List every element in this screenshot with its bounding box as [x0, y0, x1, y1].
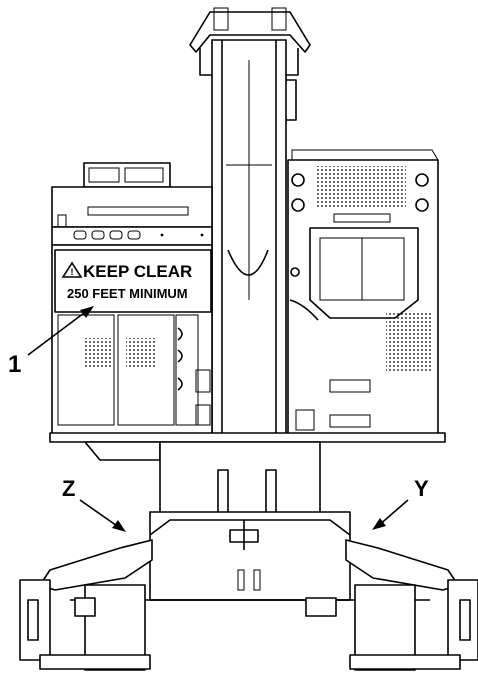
callout-1: 1 [8, 306, 94, 378]
callout-z: Z [62, 476, 126, 532]
callout-label-z: Z [62, 476, 75, 501]
outrigger-left [19, 539, 153, 671]
right-cabinet [287, 149, 439, 436]
left-cabinet [51, 162, 213, 436]
callout-y: Y [372, 476, 429, 530]
sign-line-2: 250 FEET MINIMUM [67, 286, 188, 301]
carrier [70, 441, 430, 601]
svg-text:!: ! [71, 267, 74, 277]
warning-triangle-icon [61, 261, 83, 278]
sign-line-1: KEEP CLEAR [83, 262, 192, 281]
callout-label-1: 1 [8, 351, 21, 378]
callout-label-y: Y [414, 476, 429, 501]
outrigger-right [305, 539, 478, 671]
keep-clear-sign: ! KEEP CLEAR 250 FEET MINIMUM [61, 261, 192, 301]
